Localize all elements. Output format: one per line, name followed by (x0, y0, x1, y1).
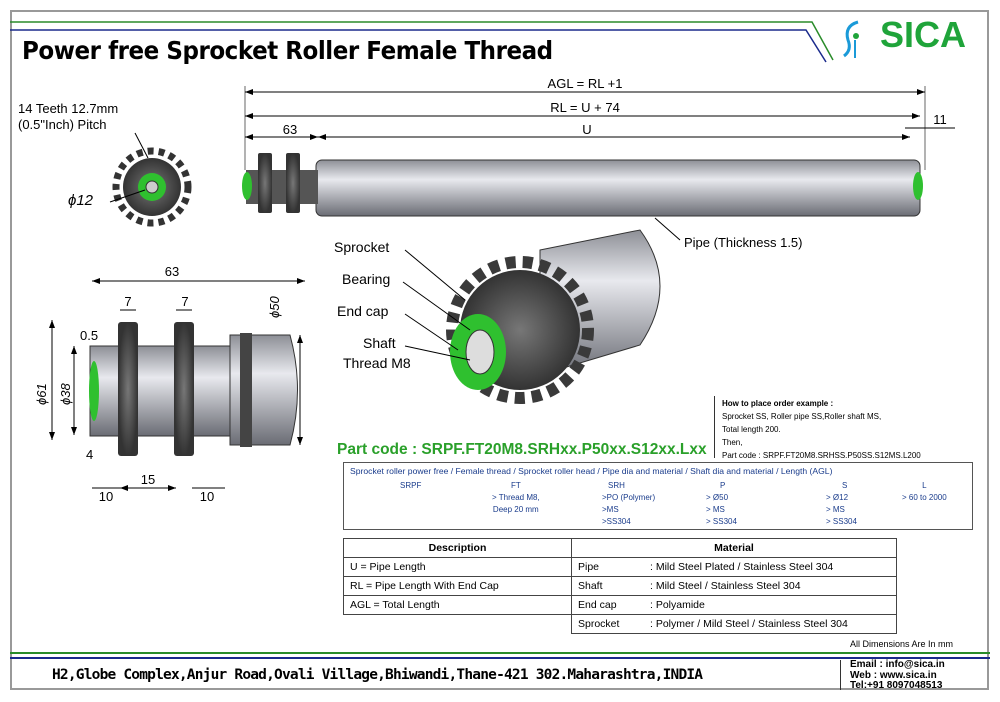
divider (714, 396, 715, 458)
email[interactable]: Email : info@sica.in (850, 659, 945, 670)
dim-rl: RL = U + 74 (550, 100, 620, 115)
label-thread: Thread M8 (343, 355, 411, 371)
code-col-p: P > Ø50 > MS > SS304 (706, 480, 737, 528)
telephone: Tel:+91 8097048513 (850, 680, 943, 691)
label-sprocket: Sprocket (334, 239, 389, 255)
end-cap-right (913, 172, 923, 200)
divider (840, 660, 841, 690)
dim-dia12: ϕ12 (68, 192, 94, 209)
option: > Thread M8, (492, 493, 540, 502)
dim-63: 63 (283, 122, 297, 137)
code-col-ft: FT > Thread M8, Deep 20 mm (492, 480, 540, 516)
header-lines (10, 21, 990, 659)
order-line: Then, (722, 438, 743, 447)
material-cell: : Polymer / Mild Steel / Stainless Steel… (644, 614, 897, 634)
desc-cell: U = Pipe Length (343, 557, 572, 577)
page-title: Power free Sprocket Roller Female Thread (22, 36, 553, 65)
table-row: U = Pipe Length Pipe : Mild Steel Plated… (343, 557, 897, 577)
table-row: Sprocket : Polymer / Mild Steel / Stainl… (344, 614, 897, 634)
part-cell: Sprocket (571, 614, 644, 634)
dim-4: 4 (86, 447, 93, 462)
option: > Ø12 (826, 493, 849, 502)
order-example: How to place order example : Sprocket SS… (722, 397, 921, 462)
dim-dia61: ϕ61 (34, 383, 49, 405)
end-cap-left (242, 172, 252, 200)
code-table: Sprocket roller power free / Female thre… (343, 462, 973, 530)
material-cell: : Polyamide (644, 595, 897, 615)
material-cell: : Mild Steel / Stainless Steel 304 (644, 576, 897, 596)
dim-10a: 10 (99, 489, 113, 504)
desc-cell (344, 615, 572, 634)
table-row: AGL = Total Length End cap : Polyamide (343, 595, 897, 615)
part-code: Part code : SRPF.FT20M8.SRHxx.P50xx.S12x… (337, 441, 707, 458)
desc-cell: AGL = Total Length (343, 595, 572, 615)
option: > 60 to 2000 (902, 493, 947, 502)
label-bearing: Bearing (342, 271, 390, 287)
dim-7a: 7 (124, 294, 131, 309)
part-cell: Shaft (571, 576, 644, 596)
dim-7b: 7 (181, 294, 188, 309)
section-view: 63 7 7 0.5 ϕ50 ϕ61 ϕ38 4 15 10 10 (34, 264, 305, 504)
footer-contact: Email : info@sica.in Web : www.sica.in T… (850, 659, 945, 692)
sica-logo-icon (843, 20, 859, 58)
pipe (315, 159, 921, 217)
option: >SS304 (602, 517, 631, 526)
dim-dia38: ϕ38 (58, 383, 73, 405)
option: > SS304 (706, 517, 737, 526)
pitch-label: (0.5"Inch) Pitch (18, 117, 106, 132)
table-row: RL = Pipe Length With End Cap Shaft : Mi… (343, 576, 897, 596)
option: > SS304 (826, 517, 857, 526)
sica-logo: SICA (880, 14, 967, 55)
sheet-border (10, 10, 989, 690)
code-col-srh: SRH >PO (Polymer) >MS >SS304 (602, 480, 655, 528)
order-line: Total length 200. (722, 425, 781, 434)
top-view: AGL = RL +1 RL = U + 74 63 U 11 Pipe (Th… (242, 76, 955, 250)
option: >PO (Polymer) (602, 493, 656, 502)
description-material-table: Description Material U = Pipe Length Pip… (343, 538, 897, 634)
code-table-header: Sprocket roller power free / Female thre… (350, 466, 833, 476)
code: FT (510, 481, 521, 490)
dim-11: 11 (933, 112, 947, 127)
option: Deep 20 mm (492, 505, 539, 514)
dim-05: 0.5 (80, 328, 98, 343)
order-line: Sprocket SS, Roller pipe SS,Roller shaft… (722, 412, 882, 421)
label-end-cap: End cap (337, 303, 389, 319)
website[interactable]: Web : www.sica.in (850, 669, 937, 681)
dim-dia50: ϕ50 (267, 296, 282, 318)
desc-cell: RL = Pipe Length With End Cap (343, 576, 572, 596)
dim-agl: AGL = RL +1 (548, 76, 623, 91)
dim-u: U (582, 122, 591, 137)
code: SRH (608, 481, 625, 490)
teeth-label: 14 Teeth 12.7mm (18, 101, 118, 116)
code: SRPF (400, 481, 422, 490)
header-description: Description (343, 538, 572, 558)
header-material: Material (571, 538, 897, 558)
code-col-srpf: SRPF (400, 480, 421, 492)
dimensions-note: All Dimensions Are In mm (850, 639, 954, 649)
dim-15: 15 (141, 472, 155, 487)
sprocket-view: 14 Teeth 12.7mm (0.5"Inch) Pitch ϕ12 (18, 101, 192, 227)
material-cell: : Mild Steel Plated / Stainless Steel 30… (644, 557, 897, 577)
dim-10b: 10 (200, 489, 214, 504)
dim-63b: 63 (165, 264, 179, 279)
option: > MS (826, 505, 845, 514)
code: S (842, 481, 848, 490)
code-col-s: S > Ø12 > MS > SS304 (826, 480, 857, 528)
option: > Ø50 (706, 493, 729, 502)
option: >MS (602, 505, 619, 514)
pipe-label: Pipe (Thickness 1.5) (684, 235, 803, 250)
code: P (720, 481, 726, 490)
part-cell: Pipe (571, 557, 644, 577)
code-col-l: L > 60 to 2000 (902, 480, 947, 504)
code: L (922, 481, 927, 490)
part-cell: End cap (571, 595, 644, 615)
iso-view: Sprocket Bearing End cap Shaft Thread M8 (334, 229, 661, 404)
option: > MS (706, 505, 725, 514)
order-heading: How to place order example : (722, 399, 834, 408)
order-line: Part code : SRPF.FT20M8.SRHSS.P50SS.S12M… (722, 451, 921, 460)
footer-address: H2,Globe Complex,Anjur Road,Ovali Villag… (52, 667, 703, 683)
label-shaft: Shaft (363, 335, 396, 351)
